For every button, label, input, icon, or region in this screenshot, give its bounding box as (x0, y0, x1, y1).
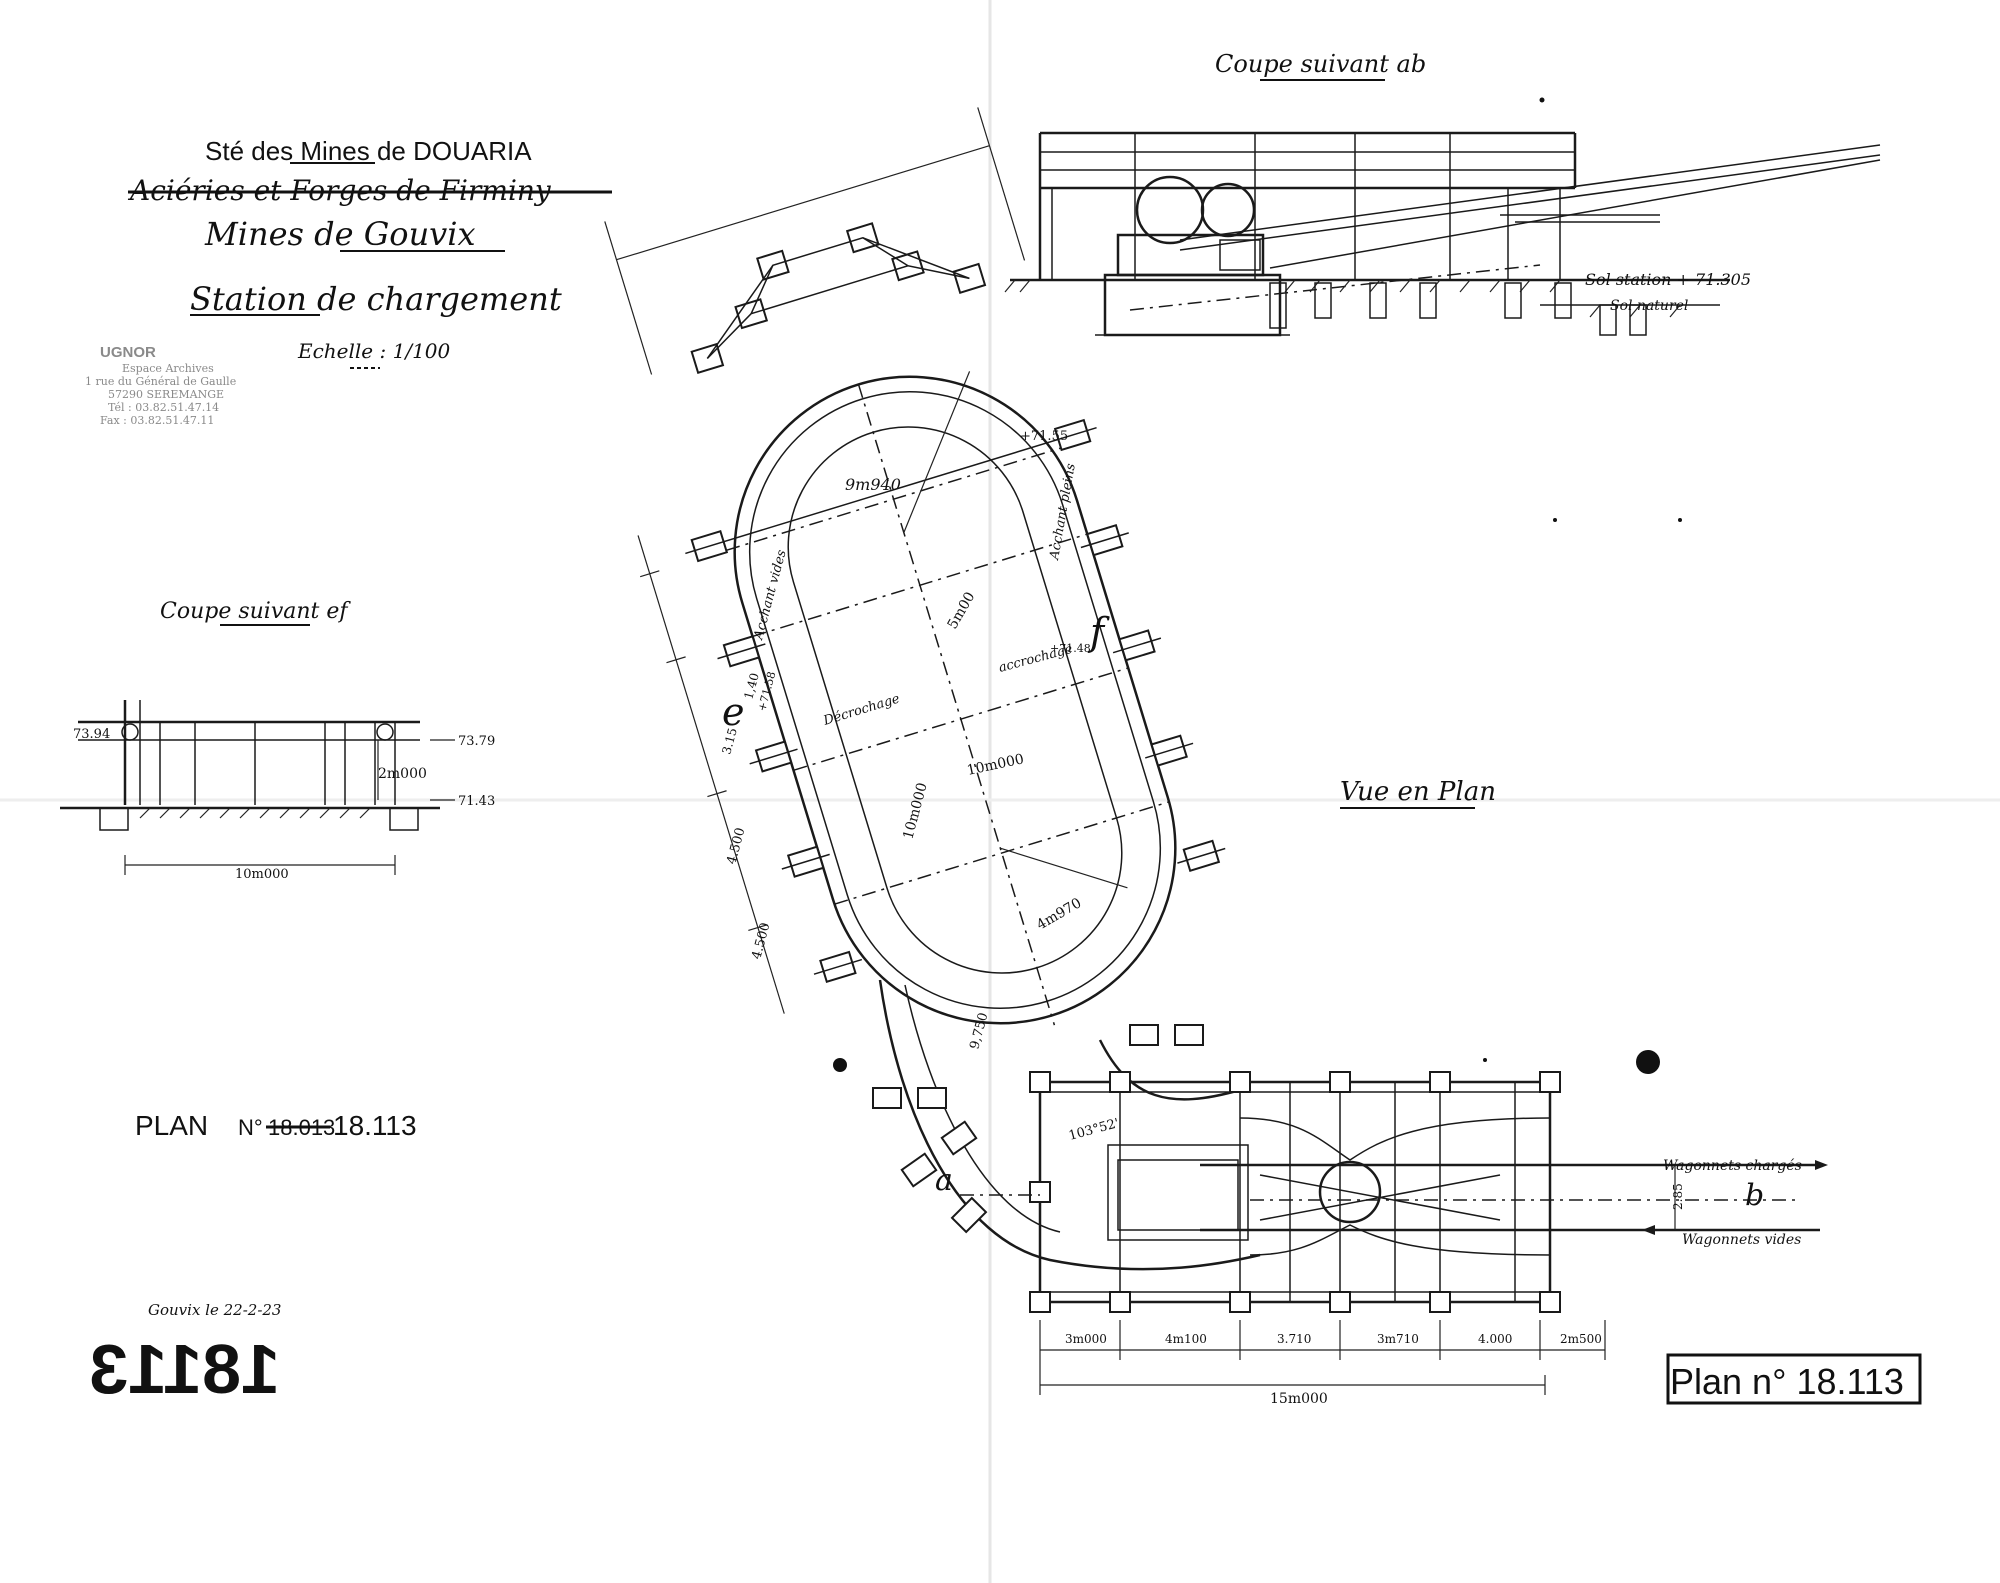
section-mark-b: b (1745, 1178, 1764, 1213)
section-mark-e: e (722, 690, 745, 734)
ef-height-dim: 2m000 (378, 766, 427, 782)
ink-blot (1636, 1050, 1660, 1074)
entry-track-curve (878, 979, 1261, 1271)
station-plan (960, 1071, 1828, 1313)
level-f: +71.48 (1050, 642, 1091, 655)
top-level: +71.55 (1020, 429, 1068, 444)
stamp-line: Tél : 03.82.51.47.14 (108, 401, 219, 414)
stamp-line: 1 rue du Général de Gaulle (85, 375, 236, 388)
sol-naturel-label: Sol naturel (1610, 298, 1688, 314)
rope-wheel (1200, 182, 1256, 238)
side-dim-4: 4.500 (749, 921, 773, 961)
angle-label: 103°52' (1067, 1116, 1121, 1144)
company-name: Sté des Mines de DOUARIA (205, 136, 532, 166)
arrow-left-icon (1642, 1225, 1655, 1235)
bottom-dim: 3m710 (1377, 1332, 1419, 1346)
sol-station-label: Sol station + 71.305 (1585, 270, 1751, 289)
archive-stamp: UGNOR Espace Archives 1 rue du Général d… (85, 344, 236, 427)
stamp-line: 57290 SEREMANGE (108, 388, 224, 401)
stamp-line: Fax : 03.82.51.47.11 (100, 414, 214, 427)
section-ef: Coupe suivant ef 73.94 73.79 71 (60, 599, 495, 882)
station-wheel (1318, 1160, 1382, 1224)
plan-prefix: PLAN (135, 1110, 208, 1141)
plan-view-title: Vue en Plan (1340, 777, 1496, 807)
axis-dim: 9,750 (967, 1011, 991, 1051)
mirrored-plan-number: 18113 (89, 1330, 280, 1408)
arrow-right-icon (1815, 1160, 1828, 1170)
loop-track (604, 107, 1226, 1026)
wagons-vides-label: Wagonnets vides (1682, 1232, 1801, 1248)
exit-track-curve (1098, 1039, 1241, 1101)
radius-top-dim: 5m00 (945, 589, 979, 632)
bottom-dim: 2m500 (1560, 1332, 1602, 1346)
bottom-dimensions (1039, 1320, 1606, 1395)
side-dim-3: 4.500 (724, 826, 748, 866)
rail-left-label: Acchant vides (751, 548, 790, 642)
ef-level-right-top: 73.79 (458, 734, 495, 749)
radius-bottom-dim: 4m970 (1034, 895, 1084, 933)
ef-level-left: 73.94 (73, 727, 110, 742)
side-dim-2: 3.15 (719, 726, 739, 755)
plan-number-boxed: Plan n° 18.113 (1670, 1361, 1904, 1402)
plan-number-box (1666, 1353, 1922, 1405)
title-block: Sté des Mines de DOUARIA Aciéries et For… (127, 136, 612, 369)
archive-logo: UGNOR (100, 344, 156, 361)
bottom-dim: 3.710 (1277, 1332, 1311, 1346)
accrochage-label: accrochage (997, 642, 1074, 676)
ink-blot (833, 1058, 847, 1072)
section-ab-title: Coupe suivant ab (1215, 50, 1426, 78)
drawing-date: Gouvix le 22-2-23 (148, 1301, 281, 1319)
track-gap-dim: 2.85 (1671, 1183, 1685, 1210)
decrochage-label: Décrochage (821, 691, 902, 729)
side-dim-1: 1,40 (741, 671, 761, 700)
section-ab: Coupe suivant ab (1004, 50, 1881, 337)
section-ef-title: Coupe suivant ef (160, 599, 351, 624)
plan-number-block: PLAN N° 18.013 18.113 Gouvix le 22-2-23 … (89, 1110, 1922, 1408)
bottom-dim: 4.000 (1478, 1332, 1512, 1346)
drawing-subject: Station de chargement (190, 280, 562, 318)
exit-pads (872, 1024, 1204, 1234)
ef-width-dim: 10m000 (235, 867, 289, 882)
bottom-dim: 4m100 (1165, 1332, 1207, 1346)
diag-dim: 10m000 (900, 781, 930, 841)
bottom-dim: 3m000 (1065, 1332, 1107, 1346)
ef-level-right-bottom: 71.43 (458, 794, 495, 809)
top-width-dim: 9m940 (845, 475, 901, 494)
stamp-line: Espace Archives (122, 362, 214, 375)
mid-width-dim: 10m000 (966, 751, 1026, 779)
plan-no-label: N° (238, 1115, 263, 1140)
scale-label: Echelle : 1/100 (297, 339, 451, 363)
mine-name: Mines de Gouvix (204, 215, 476, 253)
section-mark-a: a (935, 1163, 953, 1198)
wagons-charges-label: Wagonnets chargés (1663, 1158, 1802, 1174)
total-dim: 15m000 (1270, 1391, 1328, 1407)
plan-number-value: 18.113 (333, 1110, 417, 1141)
